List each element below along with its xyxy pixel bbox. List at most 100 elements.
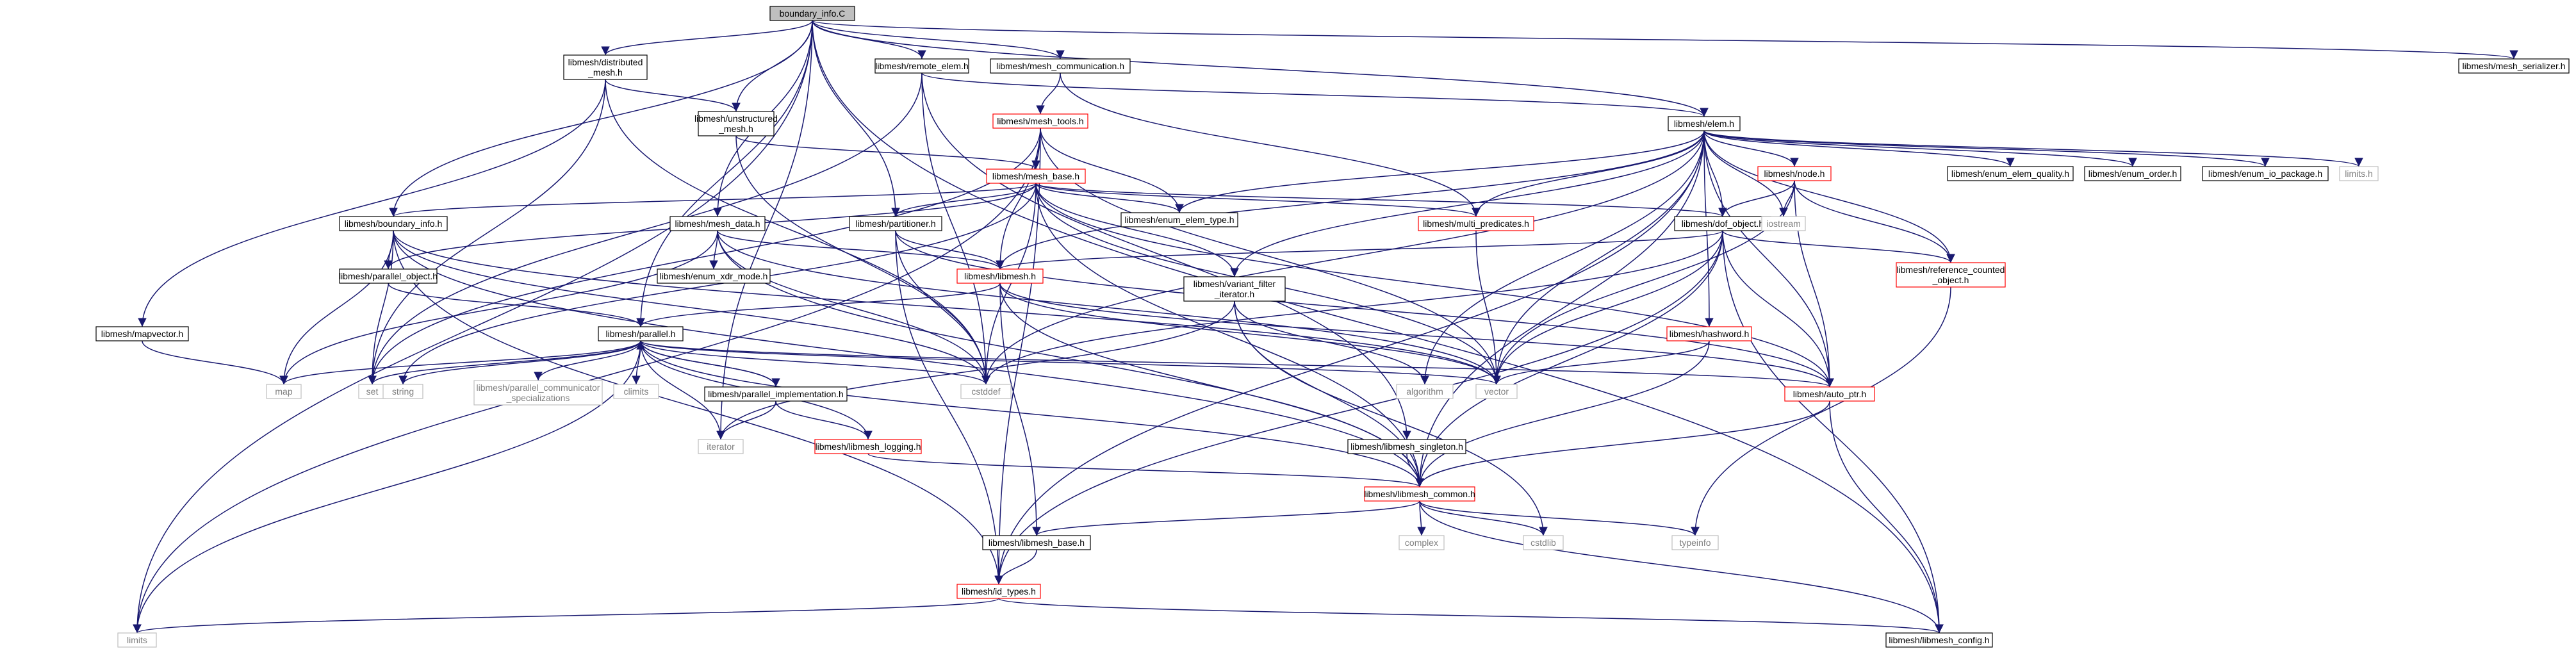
edge-parallel-to-common: [640, 340, 1424, 488]
edge-varfilt-to-common: [1234, 300, 1424, 488]
edge-part-to-cstddef: [895, 230, 990, 385]
node-box: [598, 326, 684, 341]
edge-common-to-lmbase: [1032, 500, 1420, 536]
node-box: [1347, 439, 1466, 454]
node-pimpl[interactable]: libmesh/parallel_implementation.h: [704, 386, 848, 402]
node-box: [1120, 212, 1238, 227]
node-label: libmesh/multi_predicates.h: [1423, 218, 1529, 229]
node-box: [2084, 166, 2181, 181]
node-eio[interactable]: libmesh/enum_io_package.h: [2202, 166, 2329, 181]
node-label: libmesh/libmesh_config.h: [1889, 635, 1989, 645]
edge-parallel-to-autoptr: [640, 340, 1834, 388]
node-libmesh[interactable]: libmesh/libmesh.h: [956, 268, 1044, 284]
node-etype[interactable]: libmesh/enum_elem_type.h: [1120, 212, 1238, 227]
node-box: [849, 216, 942, 231]
node-idtypes[interactable]: libmesh/id_types.h: [956, 584, 1041, 599]
node-label: libmesh/enum_io_package.h: [2208, 168, 2322, 179]
node-label: libmesh/enum_order.h: [2088, 168, 2178, 179]
node-label: _mesh.h: [587, 67, 623, 78]
node-comm[interactable]: libmesh/mesh_communication.h: [990, 58, 1131, 74]
node-dist[interactable]: libmesh/distributed_mesh.h: [563, 54, 648, 80]
node-box: [1668, 116, 1741, 131]
edge-parallel-to-limits: [133, 340, 641, 634]
node-vector: vector: [1475, 384, 1518, 399]
node-box: [769, 6, 855, 21]
edge-libmesh-to-lmbase: [999, 283, 1041, 536]
node-multi[interactable]: libmesh/multi_predicates.h: [1418, 216, 1534, 231]
node-lmbase[interactable]: libmesh/libmesh_base.h: [982, 535, 1091, 550]
node-tools[interactable]: libmesh/mesh_tools.h: [992, 113, 1088, 129]
node-box: [1784, 386, 1875, 402]
edge-idtypes-to-limits: [133, 598, 999, 634]
node-elem[interactable]: libmesh/elem.h: [1668, 116, 1741, 131]
edge-root-to-config: [812, 20, 1944, 634]
edge-idtypes-to-config: [998, 598, 1944, 634]
edge-libmesh-to-vector: [999, 283, 1501, 385]
edge-pobj-to-parallel: [388, 283, 645, 327]
edge-dist-to-set: [368, 79, 606, 385]
node-label: string: [392, 386, 414, 397]
node-label: libmesh/node.h: [1764, 168, 1825, 179]
node-unstr[interactable]: libmesh/unstructured_mesh.h: [694, 111, 778, 136]
node-label: _specializations: [506, 393, 570, 403]
node-cstdlib: cstdlib: [1523, 535, 1564, 550]
node-box: [1475, 384, 1518, 399]
node-part[interactable]: libmesh/partitioner.h: [849, 216, 942, 231]
node-remote[interactable]: libmesh/remote_elem.h: [874, 58, 969, 74]
node-label: libmesh/libmesh_base.h: [989, 538, 1085, 548]
node-box: [266, 384, 302, 399]
node-label: libmesh/distributed: [568, 57, 643, 67]
node-mapvec[interactable]: libmesh/mapvector.h: [95, 326, 189, 341]
node-label: cstddef: [971, 386, 1000, 397]
node-label: libmesh/mesh_base.h: [992, 171, 1079, 181]
node-label: climits: [624, 386, 649, 397]
node-label: libmesh/parallel_implementation.h: [708, 389, 844, 399]
node-label: map: [275, 386, 292, 397]
node-box: [2458, 58, 2570, 74]
edge-meshbase-to-common: [1035, 183, 1424, 488]
edge-dof-to-common: [1415, 230, 1723, 488]
node-hashword[interactable]: libmesh/hashword.h: [1666, 326, 1752, 341]
edge-comm-to-multi: [1060, 72, 1481, 217]
edge-remote-to-set: [368, 72, 923, 385]
node-label: libmesh/parallel_object.h: [339, 271, 438, 281]
edge-remote-to-singleton: [921, 72, 1411, 440]
node-parallel[interactable]: libmesh/parallel.h: [598, 326, 684, 341]
node-binfo[interactable]: libmesh/boundary_info.h: [339, 216, 448, 231]
node-box: [613, 384, 659, 399]
node-box: [563, 54, 648, 80]
node-mdata[interactable]: libmesh/mesh_data.h: [669, 216, 766, 231]
node-varfilt[interactable]: libmesh/variant_filter_iterator.h: [1183, 276, 1286, 302]
edge-meshbase-to-multi: [1035, 183, 1481, 217]
node-node[interactable]: libmesh/node.h: [1757, 166, 1832, 181]
node-common[interactable]: libmesh/libmesh_common.h: [1364, 486, 1475, 502]
edge-tools-to-libmesh: [996, 127, 1041, 270]
node-box: [669, 216, 766, 231]
edge-singleton-to-common: [1406, 453, 1424, 488]
edge-dist-to-unstr: [605, 79, 741, 112]
edge-mdata-to-map: [279, 230, 718, 385]
node-eorder[interactable]: libmesh/enum_order.h: [2084, 166, 2181, 181]
node-pobj[interactable]: libmesh/parallel_object.h: [339, 268, 438, 284]
node-label: libmesh/partitioner.h: [855, 218, 935, 229]
node-autoptr[interactable]: libmesh/auto_ptr.h: [1784, 386, 1875, 402]
edge-remote-to-cstddef: [921, 72, 990, 385]
node-refc[interactable]: libmesh/reference_counted_object.h: [1896, 262, 2006, 288]
node-box: [382, 384, 423, 399]
node-config[interactable]: libmesh/libmesh_config.h: [1885, 632, 1993, 648]
node-singleton[interactable]: libmesh/libmesh_singleton.h: [1347, 439, 1466, 454]
node-iostream: iostream: [1761, 216, 1806, 231]
node-logging[interactable]: libmesh/libmesh_logging.h: [814, 439, 922, 454]
node-meshbase[interactable]: libmesh/mesh_base.h: [986, 168, 1086, 184]
edge-part-to-autoptr: [895, 230, 1834, 388]
node-label: libmesh/libmesh_logging.h: [816, 441, 921, 452]
node-equal[interactable]: libmesh/enum_elem_quality.h: [1947, 166, 2074, 181]
node-xdr[interactable]: libmesh/enum_xdr_mode.h: [657, 268, 771, 284]
node-serial[interactable]: libmesh/mesh_serializer.h: [2458, 58, 2570, 74]
edge-common-to-complex: [1417, 500, 1426, 536]
node-root[interactable]: boundary_info.C: [769, 6, 855, 21]
node-label: libmesh/enum_elem_type.h: [1124, 215, 1234, 225]
node-dof[interactable]: libmesh/dof_object.h: [1674, 216, 1771, 231]
node-label: cstdlib: [1530, 538, 1556, 548]
edge-node-to-vector: [1492, 180, 1795, 385]
